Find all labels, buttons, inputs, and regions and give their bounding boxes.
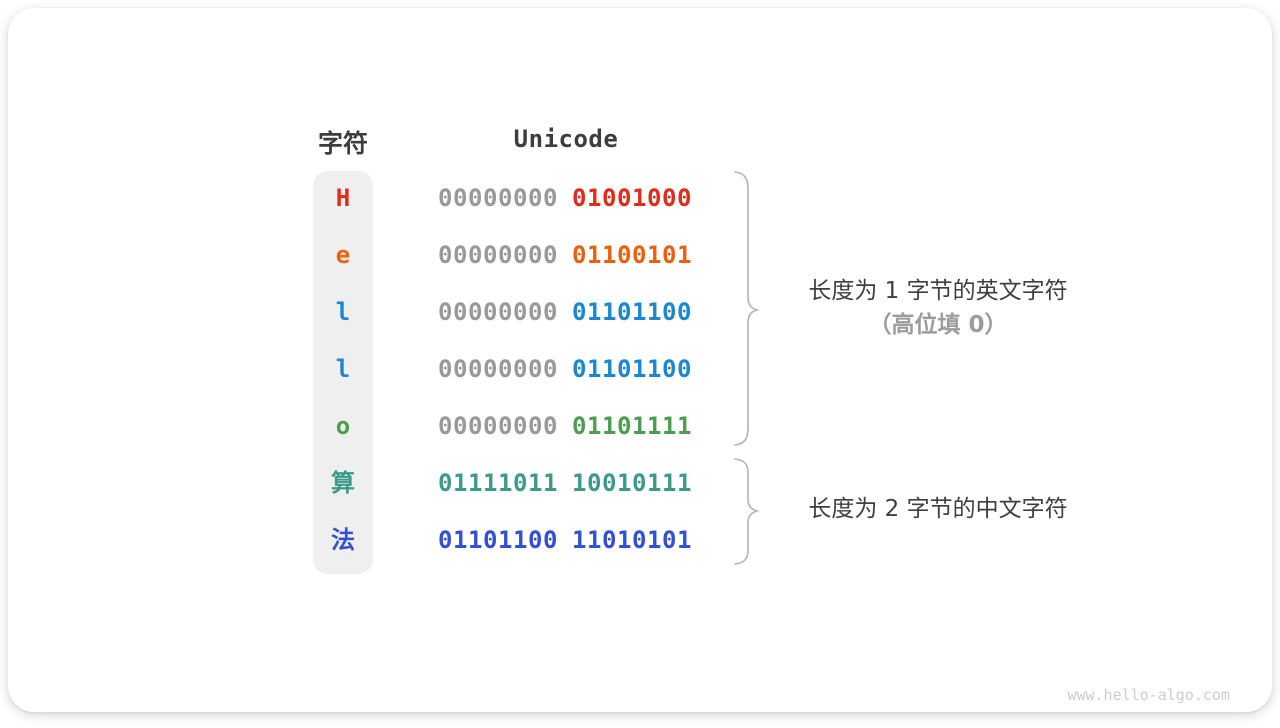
unicode-binary-cell: 01101100 11010101: [438, 512, 692, 569]
byte-high: 00000000: [438, 355, 558, 383]
byte-high: 01101100: [438, 526, 558, 554]
character-cell: l: [335, 298, 351, 326]
byte-low: 01001000: [572, 184, 692, 212]
byte-high: 00000000: [438, 298, 558, 326]
byte-high: 00000000: [438, 412, 558, 440]
table-row: o 00000000 01101111: [8, 398, 1280, 455]
column-header-unicode: Unicode: [513, 125, 619, 153]
character-cell: H: [335, 184, 351, 212]
unicode-binary-cell: 00000000 01101111: [438, 398, 692, 455]
annotation-chinese-chars: 长度为 2 字节的中文字符: [808, 496, 1068, 522]
byte-high: 00000000: [438, 184, 558, 212]
character-cell: o: [335, 412, 351, 440]
unicode-binary-cell: 00000000 01001000: [438, 170, 692, 227]
table-row: l 00000000 01101100: [8, 341, 1280, 398]
unicode-binary-cell: 01111011 10010111: [438, 455, 692, 512]
character-cell: l: [335, 355, 351, 383]
byte-high: 00000000: [438, 241, 558, 269]
table-row: e 00000000 01100101: [8, 227, 1280, 284]
character-cell: e: [335, 241, 351, 269]
character-cell: 法: [331, 526, 355, 554]
byte-low: 01101111: [572, 412, 692, 440]
annotation-english-line1: 长度为 1 字节的英文字符: [808, 278, 1068, 304]
annotation-english-chars: 长度为 1 字节的英文字符 （高位填 0）: [788, 274, 1088, 342]
character-column-background: [313, 171, 373, 574]
table-row: H 00000000 01001000: [8, 170, 1280, 227]
byte-low: 11010101: [572, 526, 692, 554]
table-row: l 00000000 01101100: [8, 284, 1280, 341]
byte-high: 01111011: [438, 469, 558, 497]
byte-low: 01101100: [572, 298, 692, 326]
figure-card: 字符 Unicode H 00000000 01001000 e 00000000…: [8, 8, 1272, 712]
unicode-binary-cell: 00000000 01100101: [438, 227, 692, 284]
column-header-char: 字符: [317, 129, 368, 158]
byte-low: 01100101: [572, 241, 692, 269]
watermark-url: www.hello-algo.com: [1067, 686, 1230, 704]
byte-low: 01101100: [572, 355, 692, 383]
unicode-binary-cell: 00000000 01101100: [438, 341, 692, 398]
byte-low: 10010111: [572, 469, 692, 497]
annotation-english-line2: （高位填 0）: [868, 312, 1008, 338]
table-row: 法 01101100 11010101: [8, 512, 1280, 569]
unicode-binary-cell: 00000000 01101100: [438, 284, 692, 341]
character-cell: 算: [331, 469, 355, 497]
table-row: 算 01111011 10010111: [8, 455, 1280, 512]
